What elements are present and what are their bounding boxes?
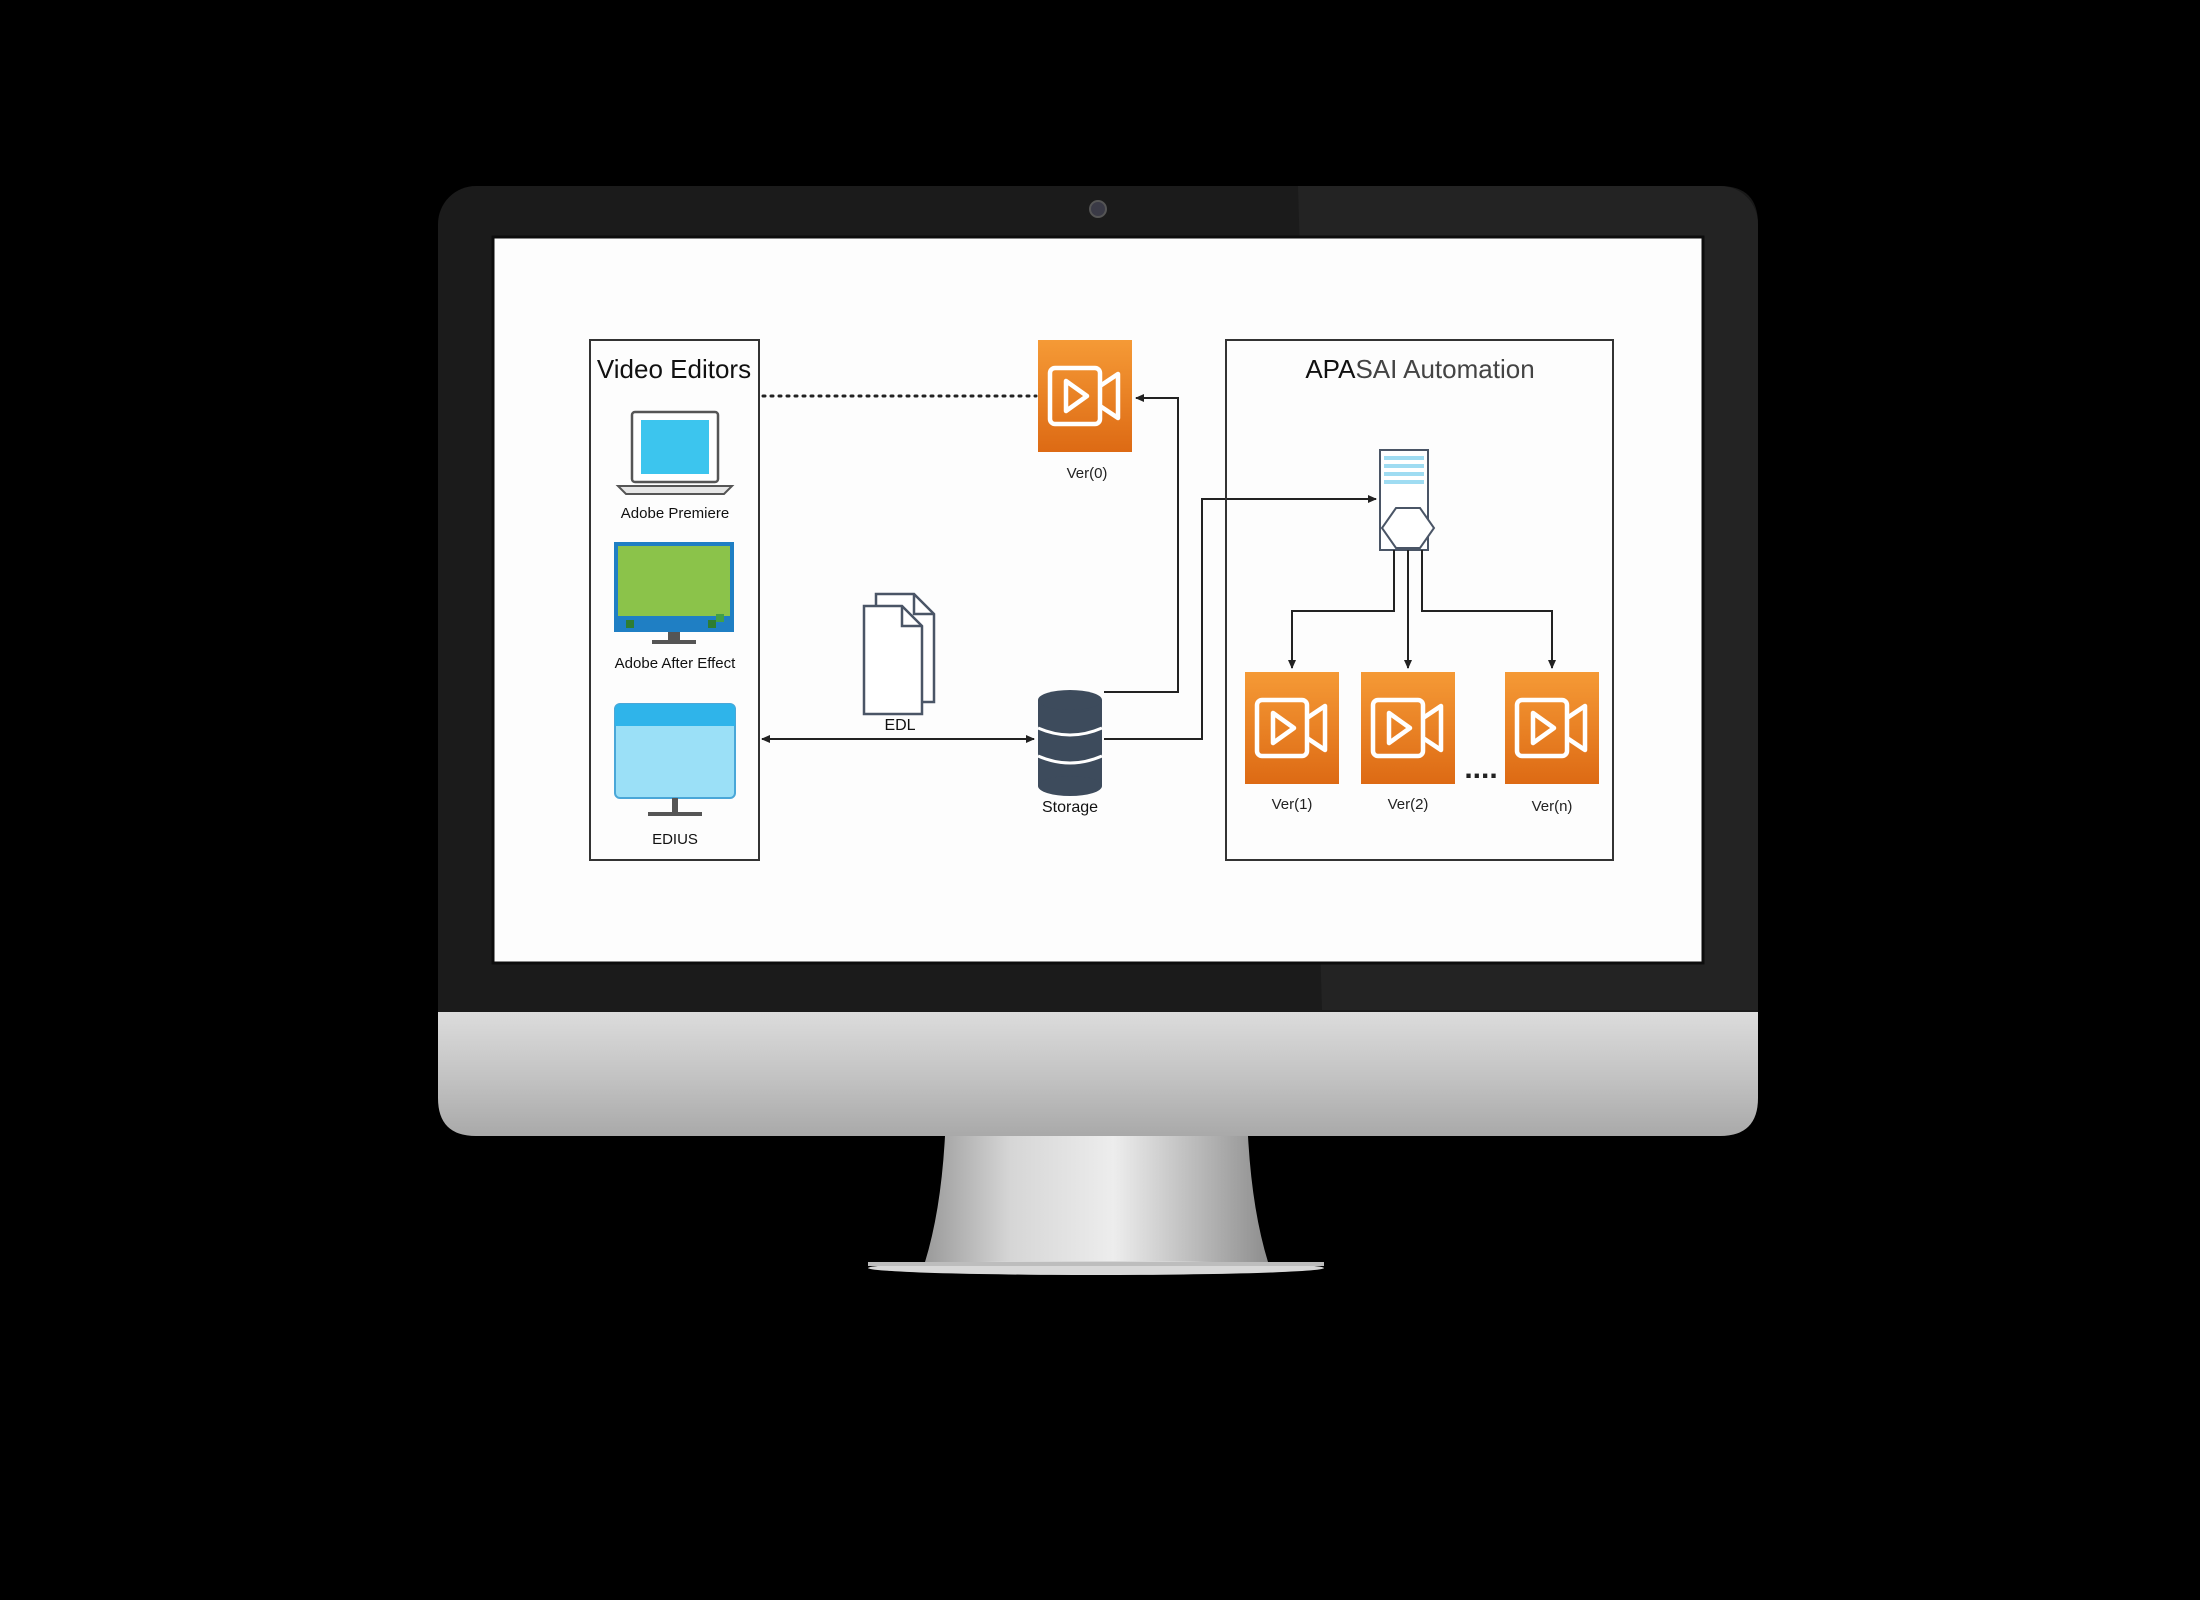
server-to-ver1-connector [1288,550,1395,669]
automation-title: APASAI Automation [1305,354,1534,384]
monitor-stand [925,1136,1268,1262]
adobe-premiere-label: Adobe Premiere [621,505,729,522]
vern-label: Ver(n) [1532,798,1573,815]
edius-label: EDIUS [652,831,698,848]
ver2-camera-icon [1361,672,1455,784]
ver1-camera-icon [1245,672,1339,784]
adobe-after-effect-label: Adobe After Effect [615,655,736,672]
automation-group: APASAI Automation Ver(1) Ver(2) Ver(n) .… [1225,339,1614,861]
storage-label: Storage [1042,799,1098,816]
window-monitor-icon [614,703,736,816]
desktop-monitor-icon [614,542,734,644]
video-editors-title: Video Editors [597,354,751,384]
documents-icon [862,592,936,716]
server-to-vern-connector [1421,550,1556,669]
laptop-icon [615,410,735,495]
video-camera-icon [1038,340,1132,452]
ellipsis: .... [1464,752,1497,785]
ver0-label: Ver(0) [1067,465,1108,482]
video-editors-group: Video Editors Adobe Premiere Adobe After… [589,339,760,861]
storage-to-ver0-connector [1104,394,1179,693]
server-icon [1379,449,1436,551]
ver2-label: Ver(2) [1388,796,1429,813]
database-icon [1037,690,1103,796]
ver1-label: Ver(1) [1272,796,1313,813]
storage-to-server-connector [1104,495,1377,740]
storage-node: Storage [1037,690,1103,816]
webcam-icon [1089,200,1107,218]
vern-camera-icon [1505,672,1599,784]
monitor-chin [438,1012,1758,1136]
edl-node: EDL [862,592,936,734]
ver0-node: Ver(0) [1038,340,1132,482]
edl-label: EDL [884,717,915,734]
